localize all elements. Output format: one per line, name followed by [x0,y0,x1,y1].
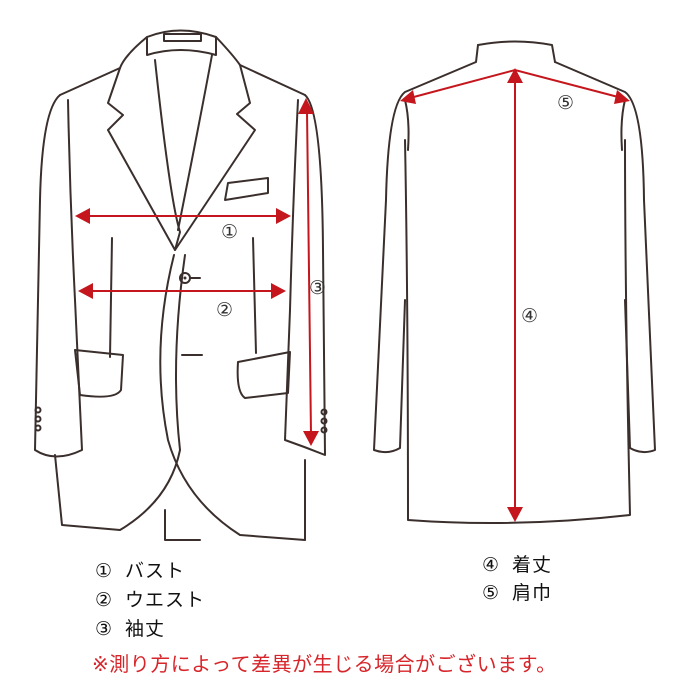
legend-item-waist: ② ウエスト [95,585,217,612]
legend-label: ウエスト [125,589,206,611]
marker-length: ④ [521,305,539,327]
legend-num: ⑤ [482,582,501,604]
legend-num: ① [95,560,114,582]
back-jacket-outline [373,40,656,525]
marker-sleeve: ③ [309,277,327,299]
front-jacket-outline [34,29,328,541]
marker-waist: ② [216,299,234,321]
legend-item-sleeve: ③ 袖丈 [95,614,177,641]
legend-label: バスト [125,560,186,582]
measurement-arrows [75,68,630,522]
legend-label: 肩巾 [512,582,553,604]
legend-num: ② [95,589,114,611]
marker-shoulder: ⑤ [557,92,575,114]
legend-num: ③ [95,618,114,640]
shoulder-arrow [409,68,623,99]
sleeve-arrow [306,109,312,436]
legend-num: ④ [482,554,501,576]
legend-item-length: ④ 着丈 [482,550,564,577]
legend-label: 袖丈 [125,618,166,640]
legend-item-bust: ① バスト [95,556,197,583]
legend-label: 着丈 [512,554,553,576]
measurement-note: ※測り方によって差異が生じる場合がございます。 [92,652,557,676]
marker-bust: ① [221,221,239,243]
legend-item-shoulder: ⑤ 肩巾 [482,578,564,605]
